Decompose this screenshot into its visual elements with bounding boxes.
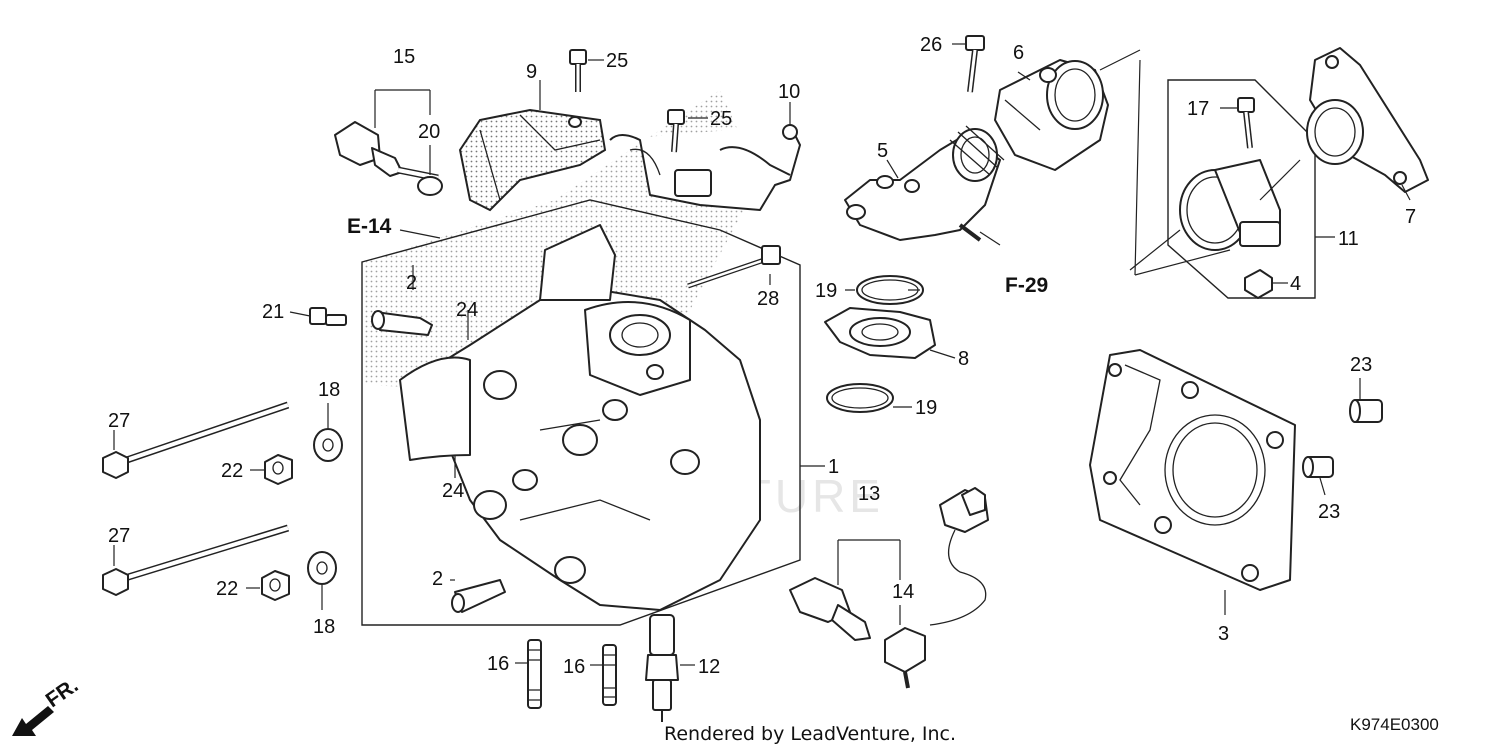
callout-9: 9 [526, 61, 537, 83]
callout-27: 27 [108, 410, 130, 432]
bolt-25-lower [667, 109, 685, 153]
callout-16: 16 [563, 656, 585, 678]
callout-15: 15 [393, 46, 415, 68]
washer-20 [417, 176, 443, 196]
clamp-11 [1179, 159, 1281, 251]
o-ring-19-upper [856, 275, 924, 305]
washer-18-upper [313, 428, 343, 462]
stud-27-lower [102, 524, 290, 596]
callout-18: 18 [318, 379, 340, 401]
callout-17: 17 [1187, 98, 1209, 120]
callout-22: 22 [221, 460, 243, 482]
washer-18-lower [307, 551, 337, 585]
cover-9 [458, 108, 607, 212]
callout-14: 14 [892, 581, 914, 603]
callout-19: 19 [815, 280, 837, 302]
front-arrow-icon [12, 706, 54, 736]
cylinder-head [399, 224, 761, 611]
dowel-2-lower [451, 579, 506, 613]
ref-f29: F-29 [1005, 274, 1048, 297]
callout-21: 21 [262, 301, 284, 323]
sensor-13 [789, 577, 871, 641]
bolt-21 [309, 307, 347, 326]
bolt-28 [687, 245, 781, 289]
insulator-8 [824, 307, 936, 359]
callout-4: 4 [1290, 273, 1301, 295]
callout-2: 2 [406, 272, 417, 294]
stud-16-left [527, 639, 542, 709]
callout-labels: 1 2 2 3 4 5 6 7 8 9 10 11 12 13 14 15 16… [108, 34, 1416, 678]
callout-10: 10 [778, 81, 800, 103]
callout-5: 5 [877, 140, 888, 162]
callout-26: 26 [920, 34, 942, 56]
dowel-2-upper [371, 310, 433, 336]
dowel-23-lower [1302, 456, 1334, 478]
callout-12: 12 [698, 656, 720, 678]
callout-19: 19 [915, 397, 937, 419]
joint-6 [994, 59, 1109, 171]
callout-1: 1 [828, 456, 839, 478]
callout-25: 25 [606, 50, 628, 72]
callout-13: 13 [858, 483, 880, 505]
leader-lines [113, 43, 1411, 666]
callout-23: 23 [1318, 501, 1340, 523]
callout-24: 24 [442, 480, 464, 502]
intake-manifold-5 [844, 125, 1005, 242]
flange-7 [1306, 47, 1429, 193]
ref-e14: E-14 [347, 215, 392, 238]
bolt-26 [965, 35, 985, 93]
stud-27-upper [102, 401, 290, 479]
callout-28: 28 [757, 288, 779, 310]
callout-11: 11 [1338, 228, 1359, 250]
dowel-23-upper [1349, 399, 1383, 423]
callout-6: 6 [1013, 42, 1024, 64]
nut-4 [1244, 269, 1273, 299]
callout-18: 18 [313, 616, 335, 638]
sensor-14 [884, 487, 989, 689]
callout-3: 3 [1218, 623, 1229, 645]
callout-27: 27 [108, 525, 130, 547]
callout-7: 7 [1405, 206, 1416, 228]
spark-plug-12 [645, 614, 679, 722]
callout-8: 8 [958, 348, 969, 370]
cylinder-head-frame [361, 199, 801, 626]
bolt-25-upper [569, 49, 587, 92]
stud-16-right [602, 644, 617, 706]
nut-22-lower [261, 570, 290, 601]
clamp-11-frame [1167, 79, 1316, 299]
callout-16: 16 [487, 653, 509, 675]
o-ring-19-lower [826, 383, 894, 413]
gasket-3 [1089, 349, 1296, 591]
callout-25: 25 [710, 108, 732, 130]
callout-22: 22 [216, 578, 238, 600]
bolt-17 [1237, 97, 1255, 149]
nut-22-upper [264, 454, 293, 485]
callout-20: 20 [418, 121, 440, 143]
callout-24: 24 [456, 299, 478, 321]
diagram-code: K974E0300 [1350, 715, 1439, 734]
credit-text: Rendered by LeadVenture, Inc. [664, 723, 956, 745]
callout-2: 2 [432, 568, 443, 590]
callout-23: 23 [1350, 354, 1372, 376]
pipe-10 [609, 124, 801, 211]
